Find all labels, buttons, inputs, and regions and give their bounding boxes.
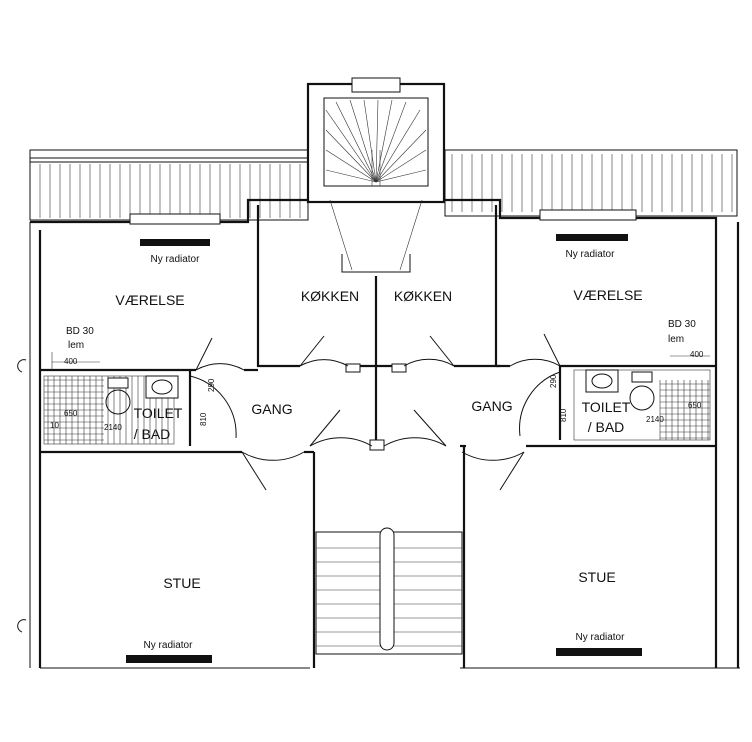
note-bd-left: BD 30 [66, 326, 94, 337]
room-label-vaerelse-left: VÆRELSE [115, 292, 184, 308]
room-label-kokken-left: KØKKEN [301, 288, 359, 304]
room-label-stue-left: STUE [163, 575, 200, 591]
kitchen-walls [256, 199, 500, 451]
dim-left-10: 10 [50, 421, 59, 430]
note-lem-right: lem [668, 334, 684, 345]
door-arcs-center [299, 335, 455, 447]
windows-top [129, 209, 637, 225]
room-label-gang-left: GANG [251, 401, 292, 417]
roof-band-right [444, 149, 738, 217]
room-label-toilet-left: TOILET [134, 405, 183, 421]
dim-right-810: 810 [559, 408, 568, 422]
room-label-toilet-right: TOILET [582, 399, 631, 415]
dim-right-650: 650 [688, 401, 702, 410]
edge-mark [17, 359, 27, 373]
dim-left-290: 290 [207, 378, 216, 392]
note-lem-left: lem [68, 340, 84, 351]
dim-right-2140: 2140 [646, 415, 664, 424]
room-label-bad-left: / BAD [134, 426, 171, 442]
radiator-bottom-right [556, 648, 642, 656]
radiator-top-left [140, 239, 210, 246]
room-label-bad-right: / BAD [588, 419, 625, 435]
note-bd-right: BD 30 [668, 319, 696, 330]
note-radiator-bottom-right: Ny radiator [576, 632, 626, 643]
right-unit-walls [460, 333, 716, 668]
dim-left-2140: 2140 [104, 423, 122, 432]
room-label-kokken-right: KØKKEN [394, 288, 452, 304]
room-label-vaerelse-right: VÆRELSE [573, 287, 642, 303]
room-label-stue-right: STUE [578, 569, 615, 585]
note-radiator-top-left: Ny radiator [151, 254, 201, 265]
dim-left-650: 650 [64, 409, 78, 418]
dim-right-400: 400 [690, 350, 704, 359]
radiator-bottom-left [126, 655, 212, 663]
radiator-top-right [556, 234, 628, 241]
room-label-gang-right: GANG [471, 398, 512, 414]
left-unit-walls [40, 337, 316, 668]
edge-mark [17, 619, 27, 633]
dim-left-400: 400 [64, 357, 78, 366]
note-radiator-top-right: Ny radiator [566, 249, 616, 260]
stair-tower [306, 77, 446, 204]
note-radiator-bottom-left: Ny radiator [144, 640, 194, 651]
roof-band-left [29, 149, 309, 221]
dim-right-290: 290 [549, 374, 558, 388]
lower-staircase [315, 527, 463, 655]
dim-left-810: 810 [199, 412, 208, 426]
